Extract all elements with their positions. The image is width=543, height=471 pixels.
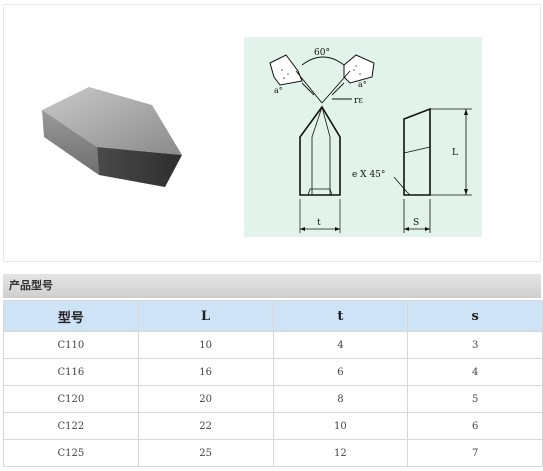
cell-model: C116	[3, 358, 139, 386]
diagram-dim-L: L	[452, 148, 458, 158]
table-row: C122 22 10 6	[3, 412, 543, 440]
diagram-radius-label: rε	[354, 96, 363, 106]
cell-s: 7	[407, 439, 543, 467]
cell-model: C125	[3, 439, 139, 467]
diagram-relief-angle-left: a°	[274, 86, 283, 95]
cell-L: 25	[137, 439, 274, 467]
table-row: C125 25 12 7	[3, 439, 543, 467]
header-L: L	[137, 300, 274, 332]
diagram-dim-t: t	[317, 218, 321, 228]
diagram-dim-S: S	[413, 218, 419, 228]
cell-t: 12	[272, 439, 409, 467]
insert-technical-diagram: 60° a° a° rε t	[244, 37, 482, 237]
insert-3d-image	[42, 87, 182, 187]
header-t: t	[272, 300, 409, 332]
header-s: s	[407, 300, 543, 332]
product-spec-table: 型号 L t s C110 10 4 3 C116 16 6 4 C120 20…	[3, 300, 543, 467]
cell-s: 5	[407, 385, 543, 413]
cell-L: 10	[137, 331, 274, 359]
cell-t: 6	[272, 358, 409, 386]
table-header-row: 型号 L t s	[3, 300, 543, 332]
cell-s: 3	[407, 331, 543, 359]
diagram-angle-label: 60°	[314, 48, 330, 58]
diagram-chamfer-label: e X 45°	[352, 170, 385, 180]
header-model: 型号	[3, 300, 139, 332]
diagram-relief-angle-right: a°	[358, 80, 367, 89]
cell-t: 10	[272, 412, 409, 440]
cell-t: 4	[272, 331, 409, 359]
cell-model: C122	[3, 412, 139, 440]
cell-s: 4	[407, 358, 543, 386]
cell-L: 20	[137, 385, 274, 413]
cell-t: 8	[272, 385, 409, 413]
product-image-panel: 60° a° a° rε t	[3, 4, 541, 262]
table-row: C110 10 4 3	[3, 331, 543, 359]
cell-L: 16	[137, 358, 274, 386]
cell-s: 6	[407, 412, 543, 440]
table-row: C120 20 8 5	[3, 385, 543, 413]
cell-L: 22	[137, 412, 274, 440]
product-models-section-title: 产品型号	[3, 274, 541, 298]
cell-model: C120	[3, 385, 139, 413]
table-row: C116 16 6 4	[3, 358, 543, 386]
cell-model: C110	[3, 331, 139, 359]
